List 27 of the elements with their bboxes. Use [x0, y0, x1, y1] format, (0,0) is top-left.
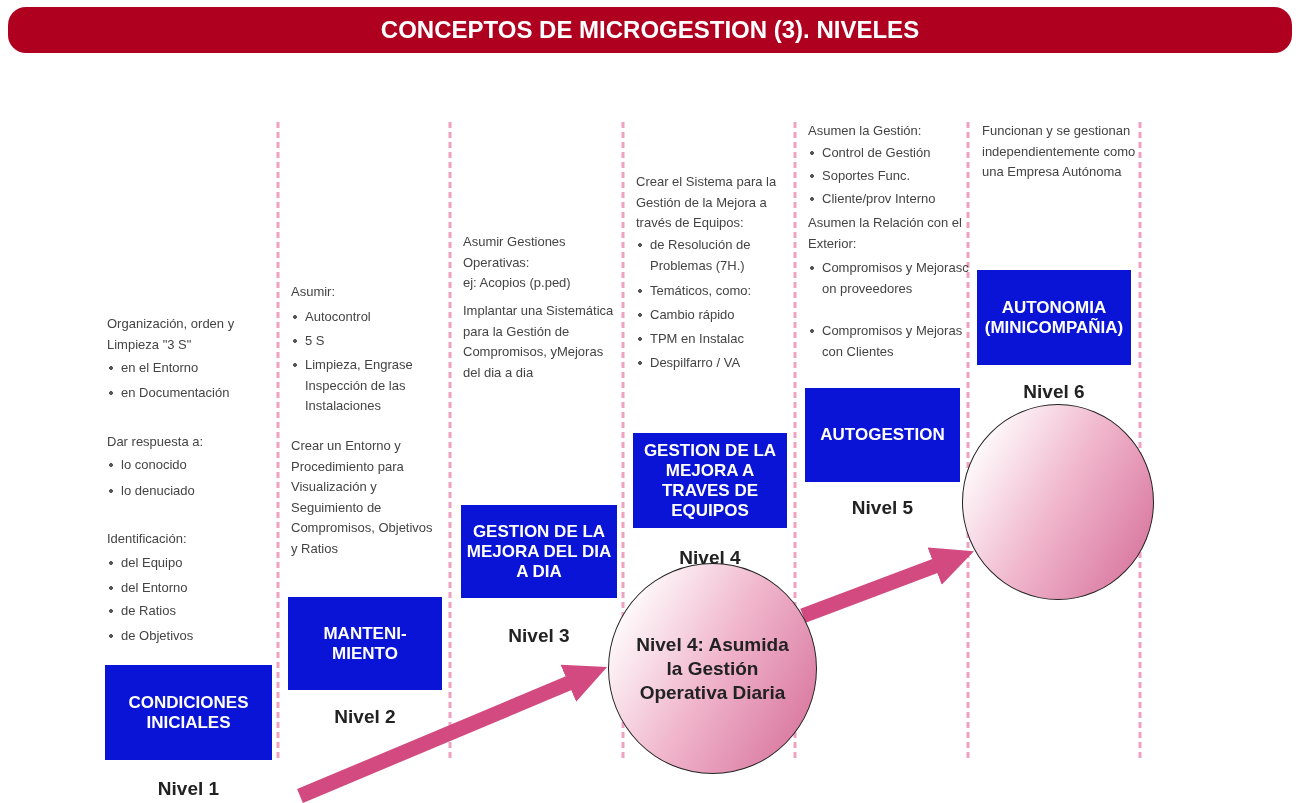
level-caption: Nivel 2	[333, 706, 397, 728]
level-box: MANTENI- MIENTO	[288, 597, 442, 690]
level-caption: Nivel 5	[850, 497, 915, 519]
description-text: Asumir:	[291, 283, 337, 301]
description-text: Asumen la Gestión:	[808, 122, 923, 140]
description-text: Crear un Entorno y Procedimiento para Visualización y Seguimiento de Compromisos, Objetivos y Ratios	[291, 437, 434, 558]
description-text: Implantar una Sistemática para la Gestión de Compromisos, yMejoras del dia a dia	[463, 302, 615, 382]
level-caption: Nivel 6	[1022, 381, 1086, 403]
description-text: Funcionan y se gestionan independientemente como una Empresa Autónoma	[982, 122, 1137, 181]
description-text: Asumir Gestiones Operativas:	[463, 233, 567, 272]
description-text: Identificación:	[107, 530, 188, 548]
description-text: Organización, orden y Limpieza "3 S"	[107, 315, 236, 354]
description-text: ej: Acopios (p.ped)	[463, 274, 572, 292]
level-caption: Nivel 3	[507, 625, 571, 647]
level-box: GESTION DE LA MEJORA A TRAVES DE EQUIPOS	[633, 433, 787, 528]
description-text: Crear el Sistema para la Gestión de la Mejora a través de Equipos:	[636, 173, 778, 232]
arrow	[800, 547, 974, 623]
level-box: AUTOGESTION	[805, 388, 960, 482]
description-text: Dar respuesta a:	[107, 433, 205, 451]
description-text: Asumen la Relación con el Exterior:	[808, 214, 963, 253]
title-banner: CONCEPTOS DE MICROGESTION (3). NIVELES	[8, 7, 1292, 53]
level-box: GESTION DE LA MEJORA DEL DIA A DIA	[461, 505, 617, 598]
circle-node: Nivel 4: Asumida la Gestión Operativa Diaria	[608, 563, 817, 774]
level-box: AUTONOMIA (MINICOMPAÑIA)	[977, 270, 1131, 365]
arrow	[297, 664, 608, 803]
level-caption: Nivel 1	[156, 778, 221, 800]
level-box: CONDICIONES INICIALES	[105, 665, 272, 760]
